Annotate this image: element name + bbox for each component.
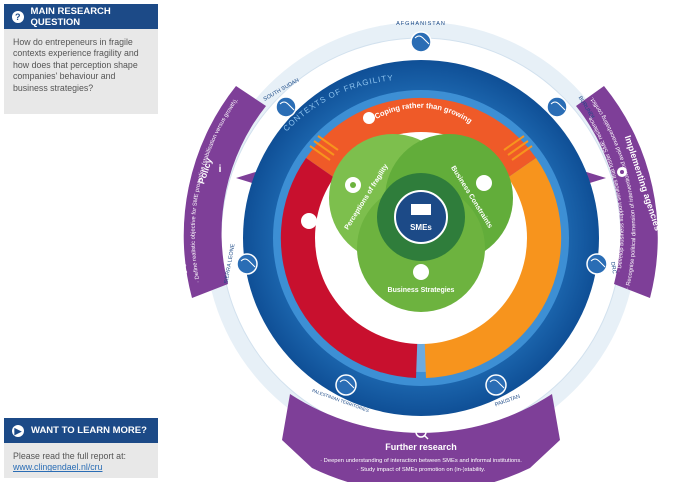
smes-core — [394, 190, 448, 244]
policy-band — [183, 86, 266, 298]
learn-more-text: Please read the full report at: — [13, 451, 126, 461]
learn-more-header: ▶ WANT TO LEARN MORE? — [4, 418, 158, 443]
research-line-2: · Study impact of SMEs promotion on (in-… — [357, 467, 486, 473]
globe-drc — [586, 253, 608, 275]
research-question-header: ? MAIN RESEARCH QUESTION — [4, 4, 158, 29]
country-afghanistan: AFGHANISTAN — [396, 21, 446, 27]
agencies-band — [576, 86, 658, 298]
globe-south-sudan — [275, 96, 297, 118]
research-title: Further research — [385, 442, 457, 452]
research-question-card: ? MAIN RESEARCH QUESTION How do entrepen… — [4, 4, 158, 114]
globe-sierra-leone — [236, 253, 258, 275]
research-question-text: How do entrepeneurs in fragile contexts … — [13, 37, 139, 93]
research-line-1: · Deepen understanding of interaction be… — [320, 458, 522, 464]
strategies-label: Business Strategies — [388, 287, 455, 294]
learn-more-title: WANT TO LEARN MORE? — [31, 425, 147, 436]
learn-more-card: ▶ WANT TO LEARN MORE? Please read the fu… — [4, 418, 158, 478]
coping-icon — [363, 112, 375, 124]
research-question-title: MAIN RESEARCH QUESTION — [30, 5, 111, 28]
handshake-icon — [469, 310, 485, 326]
smes-label: SMEs — [410, 223, 432, 232]
globe-pakistan — [485, 374, 507, 396]
bomb-icon — [301, 213, 317, 229]
lock-icon — [476, 175, 492, 191]
globe-palestinian-territories — [335, 374, 357, 396]
learn-more-body: Please read the full report at: www.clin… — [4, 443, 158, 484]
tools-icon — [413, 264, 429, 280]
magnifier-icon — [415, 426, 427, 438]
play-icon: ▶ — [12, 424, 24, 437]
globe-afghanistan — [410, 31, 432, 53]
info-icon: i — [219, 164, 222, 175]
country-drc: DRC — [609, 261, 617, 274]
research-band — [282, 394, 560, 482]
globe-burundi — [546, 96, 568, 118]
shop-icon — [411, 204, 431, 215]
question-icon: ? — [12, 10, 24, 23]
report-link[interactable]: www.clingendael.nl/cru — [13, 462, 103, 473]
